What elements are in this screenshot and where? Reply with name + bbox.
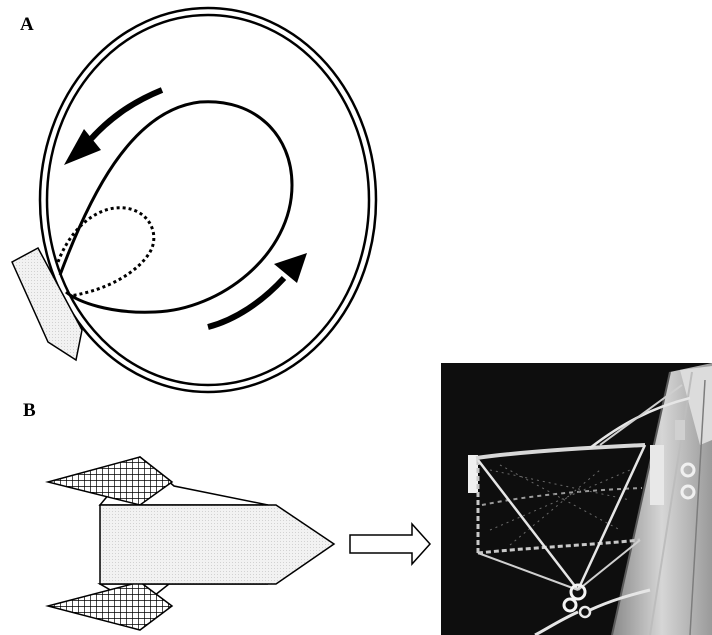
direction-arrow-upper-shaft xyxy=(90,90,162,140)
boat-top-view xyxy=(100,505,334,584)
panel-b-label: B xyxy=(23,400,36,421)
right-arrow-icon xyxy=(350,524,430,564)
trawl-path-small-loop xyxy=(58,208,154,296)
net-photograph xyxy=(441,363,712,635)
direction-arrow-lower-shaft xyxy=(208,278,284,327)
tank-inner-ring xyxy=(47,15,369,385)
panel-a-label: A xyxy=(20,14,34,35)
tank-outer-ring xyxy=(40,8,376,392)
boat-shape xyxy=(12,248,82,360)
direction-arrow-lower-head xyxy=(274,253,307,283)
